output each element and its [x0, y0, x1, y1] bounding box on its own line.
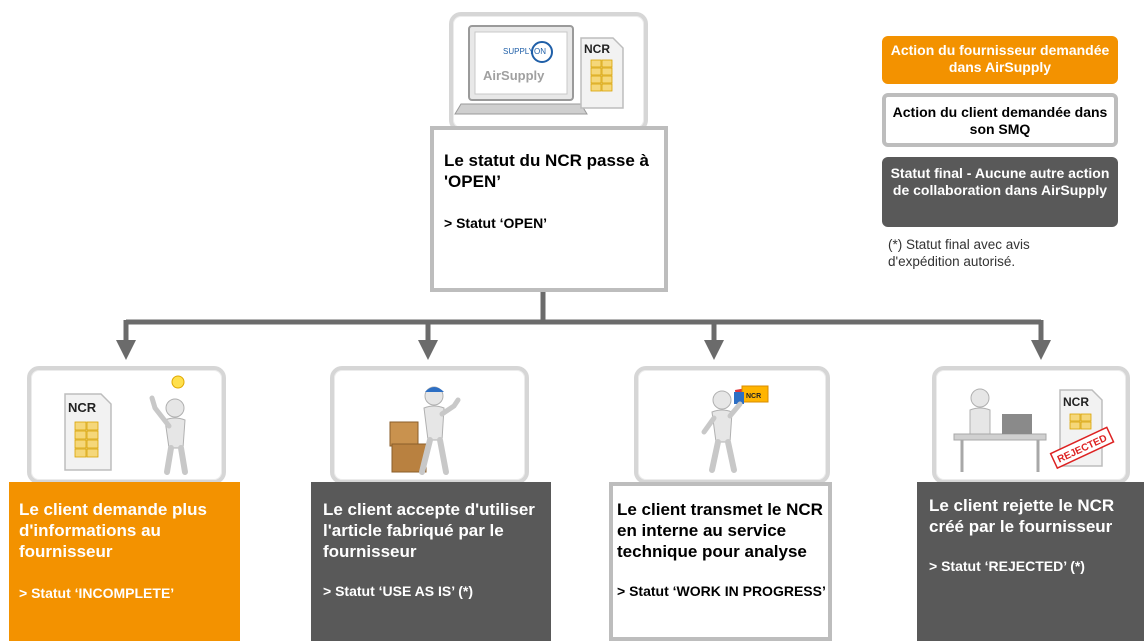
svg-text:AirSupply: AirSupply — [483, 68, 545, 83]
top-icon-frame: SUPPLYON AirSupply NCR — [449, 12, 648, 132]
branch2-title: Le client accepte d'utiliser l'article f… — [323, 500, 535, 561]
branch3-status: > Statut ‘WORK IN PROGRESS’ — [617, 583, 826, 599]
svg-text:NCR: NCR — [68, 400, 97, 415]
branch3-title: Le client transmet le NCR en interne au … — [617, 500, 823, 561]
branch1-box: Le client demande plus d'informations au… — [9, 482, 240, 641]
person-desk-ncr-rejected-icon: NCR REJECTED — [953, 388, 1115, 472]
arrow-head-3 — [704, 340, 724, 360]
ncr-idea-person-icon: NCR — [64, 375, 188, 475]
legend-final-status: Statut final - Aucune autre action de co… — [882, 157, 1118, 227]
legend-note: (*) Statut final avec avis d'expédition … — [888, 237, 1030, 269]
branch1-icon-frame: NCR — [27, 366, 226, 484]
branch1-title: Le client demande plus d'informations au… — [19, 500, 207, 561]
branch2-status: > Statut ‘USE AS IS’ (*) — [323, 583, 474, 599]
top-status-box: Le statut du NCR passe à 'OPEN’ > Statut… — [430, 126, 668, 292]
branch4-icon-frame: NCR REJECTED — [932, 366, 1130, 484]
svg-text:NCR: NCR — [746, 393, 761, 400]
laptop-supplyon-ncr-icon: SUPPLYON AirSupply NCR — [454, 25, 624, 115]
arrow-head-1 — [116, 340, 136, 360]
svg-text:NCR: NCR — [584, 42, 610, 56]
svg-text:NCR: NCR — [1063, 395, 1089, 409]
person-boxes-thumbs-up-icon — [389, 386, 461, 475]
top-status: > Statut ‘OPEN’ — [444, 215, 548, 231]
branch4-title: Le client rejette le NCR créé par le fou… — [929, 496, 1115, 536]
arrow-head-2 — [418, 340, 438, 360]
branch4-box: Le client rejette le NCR créé par le fou… — [917, 482, 1144, 641]
branch1-status: > Statut ‘INCOMPLETE’ — [19, 585, 175, 601]
branch3-box: Le client transmet le NCR en interne au … — [609, 482, 832, 641]
legend-supplier-action: Action du fournisseur demandée dans AirS… — [882, 36, 1118, 84]
branch4-status: > Statut ‘REJECTED’ (*) — [929, 558, 1085, 574]
branch2-icon-frame — [330, 366, 529, 484]
legend-customer-action: Action du client demandée dans son SMQ — [882, 93, 1118, 147]
branch2-box: Le client accepte d'utiliser l'article f… — [311, 482, 551, 641]
branch3-icon-frame: NCR — [634, 366, 830, 484]
top-title: Le statut du NCR passe à 'OPEN’ — [444, 151, 649, 191]
svg-text:SUPPLYON: SUPPLYON — [503, 47, 546, 56]
person-holding-ncr-documents-icon: NCR — [701, 385, 769, 473]
arrow-head-4 — [1031, 340, 1051, 360]
